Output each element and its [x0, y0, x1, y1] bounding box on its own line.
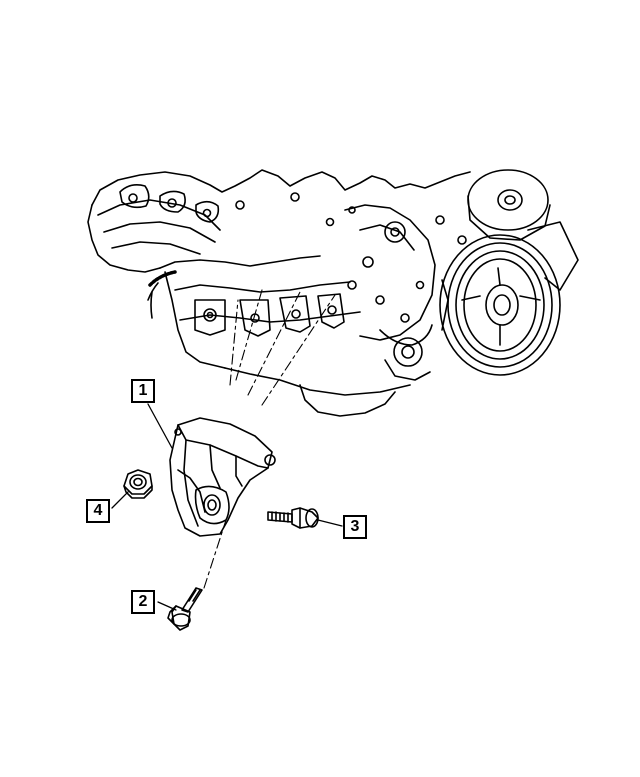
callout-3: 3 — [343, 515, 367, 539]
idler-pulley — [435, 169, 579, 291]
alignment-lines — [203, 289, 336, 589]
nut-4 — [123, 469, 153, 499]
engine-block — [87, 169, 471, 417]
engine-mount-bracket — [169, 417, 276, 537]
callout-1: 1 — [131, 379, 155, 403]
bolt-3 — [267, 507, 319, 529]
callout-2: 2 — [131, 590, 155, 614]
leader-lines — [111, 403, 343, 611]
crankshaft-pulley — [439, 234, 561, 376]
callout-4: 4 — [86, 499, 110, 523]
